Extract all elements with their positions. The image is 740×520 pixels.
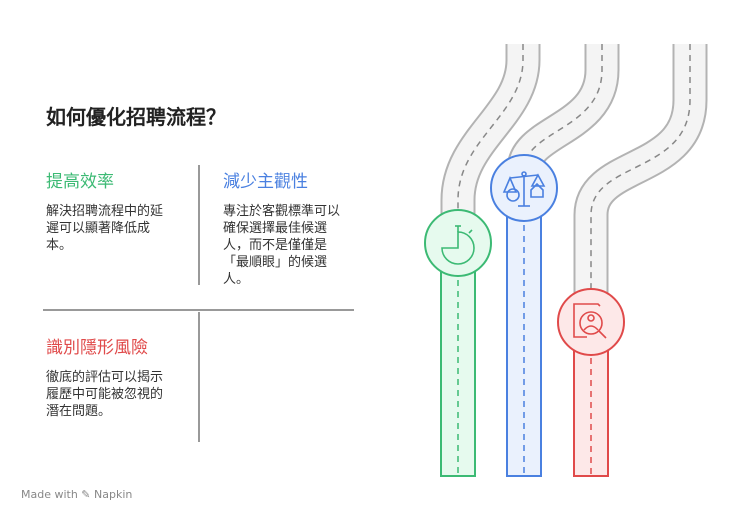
heading-risk: 識別隱形風險 [46,338,148,358]
resume-search-icon [557,288,625,356]
page-title: 如何優化招聘流程？ [46,105,226,129]
balance-scale-icon [490,154,558,222]
text-objectivity: 專注於客觀標準可以確保選擇最佳候選人，而不是僅僅是「最順眼」的候選人。 [223,204,341,287]
road-red-gray [573,44,708,322]
text-risk: 徹底的評估可以揭示履歷中可能被忽視的潛在問題。 [46,370,164,419]
lane-green [440,242,476,477]
footer-napkin: Made with ✎ Napkin [21,488,133,501]
heading-objectivity: 減少主觀性 [223,172,308,192]
divider-vertical-bottom [198,312,200,442]
road-green-gray [440,44,541,243]
heading-efficiency: 提高效率 [46,172,114,192]
lane-blue [506,187,542,477]
text-efficiency: 解決招聘流程中的延遲可以顯著降低成本。 [46,204,164,253]
stopwatch-icon [424,209,492,277]
divider-vertical-top [198,165,200,285]
divider-horizontal [43,309,354,311]
